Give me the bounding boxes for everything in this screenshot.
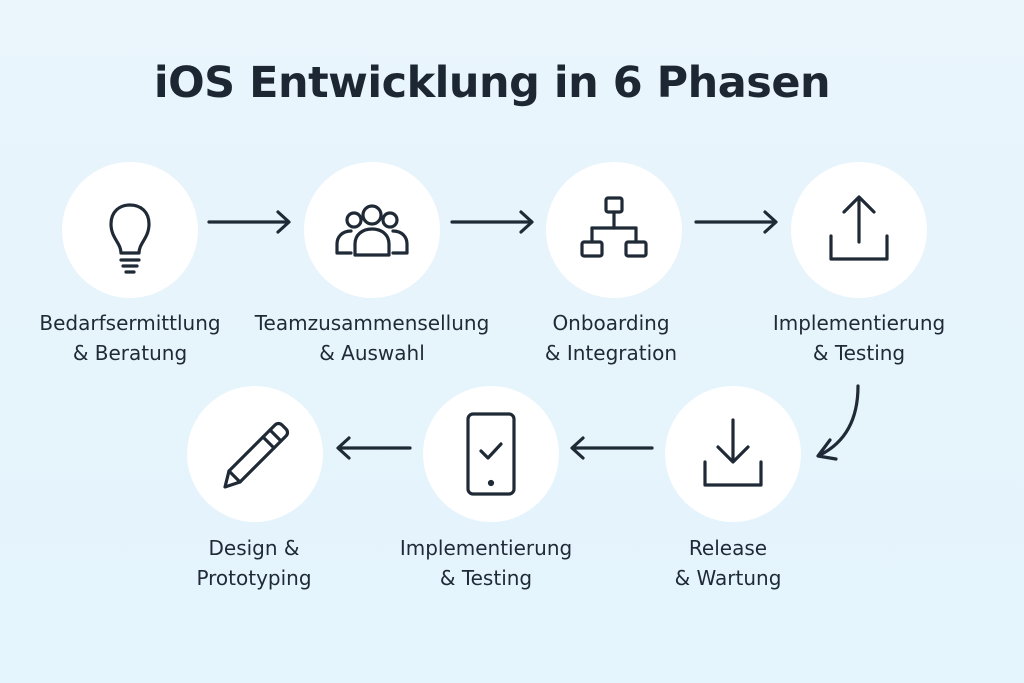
pencil-icon	[223, 421, 290, 489]
step-7-label: Design & Prototyping	[196, 536, 312, 590]
step-2-circle	[304, 162, 440, 298]
download-icon	[703, 418, 763, 487]
hierarchy-icon	[580, 196, 648, 258]
arrow-left-1-icon	[570, 436, 654, 460]
team-icon	[335, 204, 409, 257]
step-3-label: Onboarding & Integration	[544, 311, 678, 365]
step-5-label: Release & Wartung	[674, 536, 782, 590]
lightbulb-icon	[109, 203, 151, 274]
step-3-circle	[546, 162, 682, 298]
step-6-label: Implementierung & Testing	[399, 536, 573, 590]
step-7-circle	[187, 386, 323, 522]
step-5-circle	[665, 386, 801, 522]
arrow-right-1-icon	[207, 210, 291, 234]
upload-icon	[829, 195, 889, 261]
page-title: iOS Entwicklung in 6 Phasen	[153, 58, 831, 108]
arrow-curve-down-icon	[816, 384, 860, 461]
step-2-label: Teamzusammensellung & Auswahl	[254, 311, 490, 365]
step-4-circle	[791, 162, 927, 298]
step-6-circle	[423, 386, 559, 522]
arrow-right-3-icon	[694, 210, 778, 234]
phone-check-icon	[466, 412, 516, 496]
step-1-circle	[62, 162, 198, 298]
step-1-label: Bedarfsermittlung & Beratung	[39, 311, 221, 365]
arrow-right-2-icon	[450, 210, 534, 234]
arrow-left-2-icon	[336, 436, 412, 460]
step-4-label: Implementierung & Testing	[772, 311, 946, 365]
